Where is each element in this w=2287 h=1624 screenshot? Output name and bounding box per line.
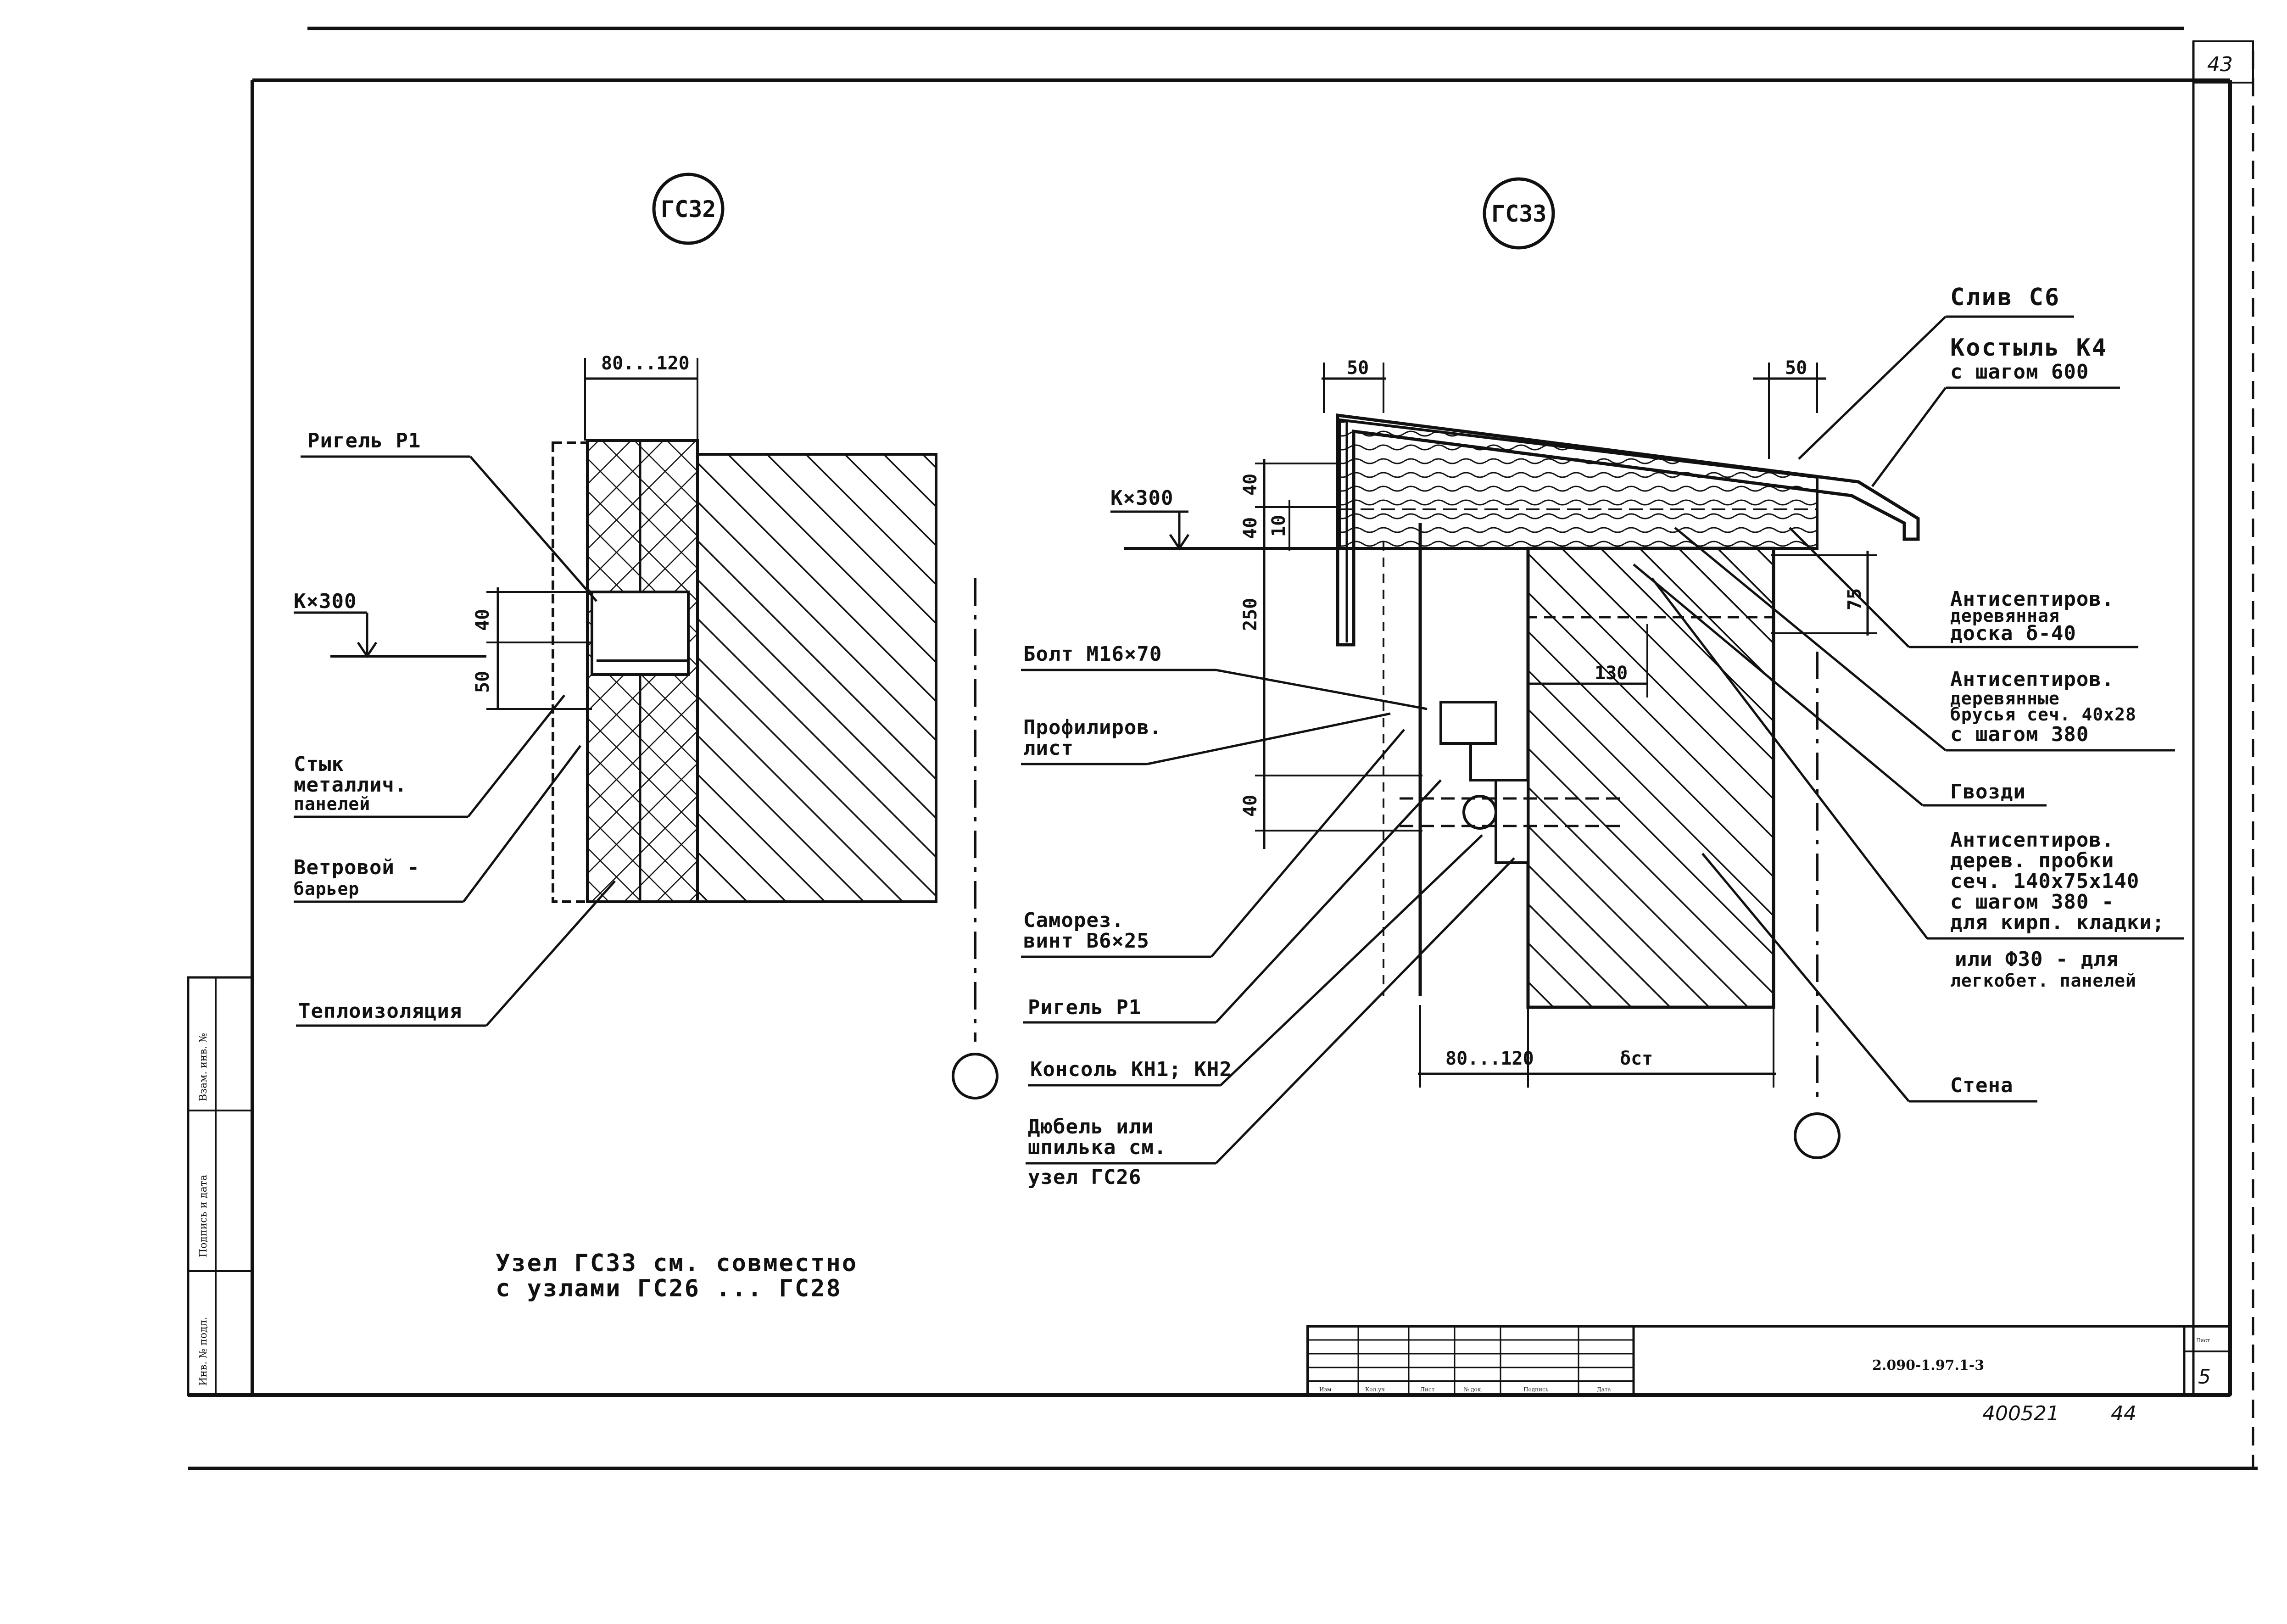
- sheet-number: 5: [2198, 1365, 2211, 1389]
- gc33-dim-v40-low: 40: [1240, 795, 1261, 817]
- gc32-label-rigel: Ригель Р1: [307, 429, 421, 452]
- gc32-label-insulation: Теплоизоляция: [298, 999, 462, 1023]
- gc33-dim-bottom-right: δст: [1620, 1048, 1653, 1069]
- title-col-date: Дата: [1597, 1386, 1611, 1393]
- node-gc33-marker: ГС33: [1491, 201, 1546, 227]
- gc32-level: К×300: [294, 590, 357, 613]
- side-stamp-field-1: Инв. № подл.: [198, 1317, 209, 1386]
- gc33-label-dowel-1: Дюбель или: [1028, 1115, 1154, 1138]
- handwritten-number: 400521: [1982, 1402, 2059, 1425]
- gc33-dim-v40-top: 40: [1240, 474, 1261, 496]
- title-col-list: Лист: [1420, 1386, 1435, 1393]
- gc32-dim-top: 80...120: [601, 353, 690, 374]
- gc33-label-bracket-1: Костыль К4: [1950, 334, 2108, 362]
- gc33-dim-h130: 130: [1595, 663, 1628, 684]
- gc33-label-board-1: Антисептиров.: [1950, 587, 2114, 611]
- gc33-dim-v10: 10: [1268, 515, 1289, 537]
- gc33-label-bars-4: с шагом 380: [1950, 723, 2089, 746]
- gc32-dim-50: 50: [472, 671, 493, 693]
- gc33-label-dowel-3: узел ГС26: [1028, 1166, 1141, 1189]
- gc33-label-bars-2: деревянные: [1950, 688, 2060, 709]
- gc33-label-wall: Стена: [1950, 1074, 2013, 1097]
- gc33-label-bars-1: Антисептиров.: [1950, 668, 2114, 691]
- gc33-label-screw-2: винт В6×25: [1023, 929, 1149, 953]
- gc33-label-nails: Гвозди: [1950, 780, 2026, 804]
- gc32-label-wind-2: барьер: [294, 879, 359, 899]
- gc33-label-profile-2: лист: [1023, 737, 1074, 760]
- gc32-label-wind-1: Ветровой -: [294, 856, 420, 879]
- gc33-dim-top-left: 50: [1347, 357, 1369, 379]
- page-corner-number: 43: [2207, 53, 2233, 76]
- gc33-label-dowel-2: шпилька см.: [1028, 1136, 1166, 1159]
- gc33-label-rigel: Ригель Р1: [1028, 996, 1141, 1019]
- document-code: 2.090-1.97.1-3: [1872, 1357, 1984, 1373]
- title-col-sign: Подпись: [1523, 1386, 1549, 1393]
- gc33-label-profile-1: Профилиров.: [1023, 716, 1162, 739]
- gc33-label-console: Консоль КН1; КН2: [1030, 1058, 1232, 1081]
- node-gc32-marker: ГС32: [661, 196, 716, 223]
- side-stamp-field-3: Взам. инв. №: [198, 1033, 209, 1101]
- gc33-label-plugs-1: Антисептиров.: [1950, 828, 2114, 852]
- gc33-label-board-3: доска δ-40: [1950, 622, 2076, 645]
- side-stamp: Инв. № подл. Подпись и дата Взам. инв. №: [187, 976, 254, 1396]
- gc32-label-joint-1: Стык: [294, 753, 344, 776]
- gc33-dim-v40: 40: [1240, 517, 1261, 539]
- gc33-label-plugs-6: или Ф30 - для: [1955, 948, 2119, 971]
- gc33-label-plugs-5: для кирп. кладки;: [1950, 911, 2164, 934]
- title-col-izm: Изм: [1319, 1386, 1331, 1393]
- gc33-label-screw-1: Саморез.: [1023, 909, 1124, 932]
- gc33-dim-bottom-left: 80...120: [1445, 1048, 1534, 1069]
- title-col-kolich: Кол.уч: [1365, 1386, 1385, 1393]
- gc33-label-plugs-2: дерев. пробки: [1950, 849, 2114, 872]
- gc33-label-bracket-2: с шагом 600: [1950, 360, 2089, 384]
- gc32-label-joint-3: панелей: [294, 794, 370, 814]
- gc33-label-plugs-7: легкобет. панелей: [1950, 971, 2136, 991]
- title-col-doc: № док.: [1464, 1386, 1483, 1393]
- title-block: Изм Кол.уч Лист № док. Подпись Дата 2.09…: [1306, 1325, 2231, 1425]
- gc32-label-joint-2: металлич.: [294, 773, 407, 797]
- note-line-1: Узел ГС33 см. совместно: [496, 1250, 858, 1277]
- node-gc32: ГС32 80...120 40 50 К×300 Ригель Р1: [294, 173, 998, 1099]
- drawing-note: Узел ГС33 см. совместно с узлами ГС26 ..…: [496, 1250, 858, 1302]
- sheet-label: Лист: [2196, 1337, 2210, 1344]
- note-line-2: с узлами ГС26 ... ГС28: [496, 1275, 842, 1302]
- gc33-label-bolt: Болт М16×70: [1023, 642, 1162, 666]
- gc33-label-plugs-3: сеч. 140х75х140: [1950, 870, 2139, 893]
- gc33-dim-v250: 250: [1240, 598, 1261, 631]
- handwritten-copy: 44: [2111, 1402, 2136, 1425]
- gc32-dim-40: 40: [472, 609, 493, 631]
- sheet-frame: 43: [188, 27, 2258, 1470]
- gc33-label-bars-3: брусья сеч. 40х28: [1950, 704, 2136, 725]
- gc33-label-drip: Слив С6: [1950, 284, 2060, 311]
- gc33-label-board-2: деревянная: [1950, 606, 2060, 626]
- side-stamp-field-2: Подпись и дата: [198, 1175, 209, 1257]
- gc33-level: К×300: [1110, 486, 1173, 510]
- gc33-label-plugs-4: с шагом 380 -: [1950, 890, 2114, 914]
- gc33-dim-top-right: 50: [1785, 357, 1807, 379]
- node-gc33: ГС33 50 50 К×300: [1021, 177, 2184, 1189]
